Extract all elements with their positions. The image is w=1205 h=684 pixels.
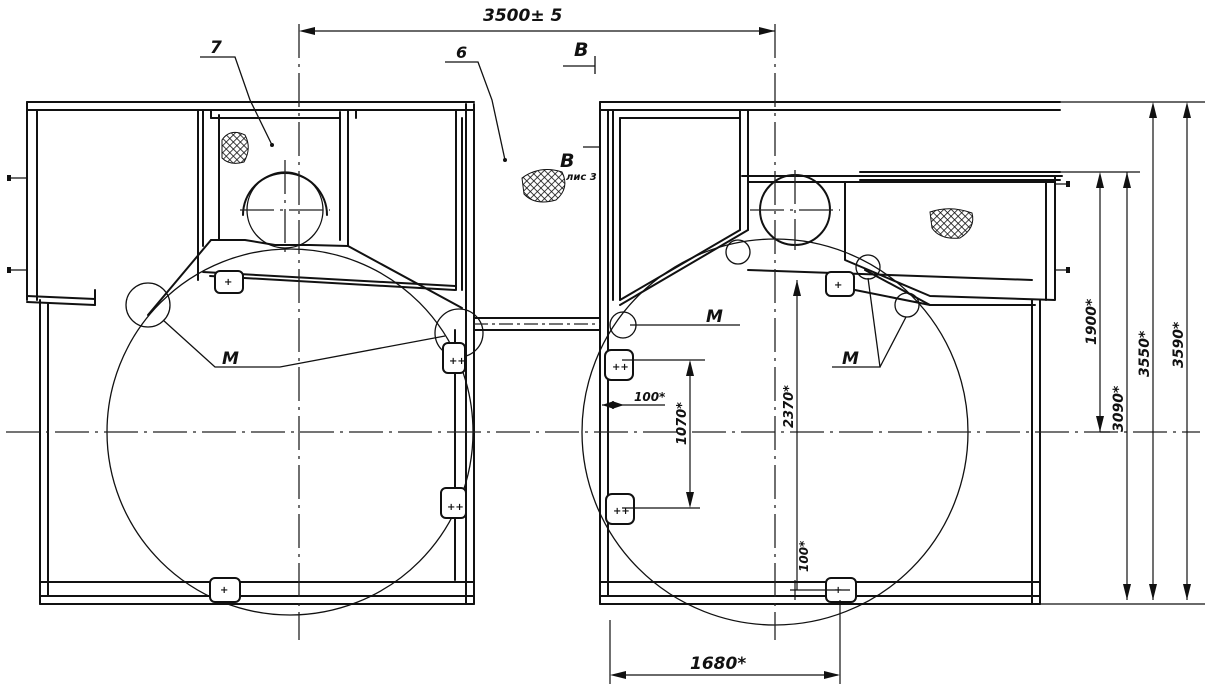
- drawing-labels: 3500± 5 7 6 B B лис 3 M M M 100* 1070* 2…: [210, 6, 1187, 674]
- top-dimension-label: 3500± 5: [483, 6, 562, 26]
- view-b-label-mid: B: [560, 150, 574, 172]
- dim-1900-label: 1900*: [1084, 298, 1100, 345]
- dim-100-bottom-label: 100*: [797, 540, 811, 572]
- mesh-patch-6: [521, 169, 566, 203]
- view-b-sheet-label: лис 3: [566, 172, 597, 183]
- dim-100-label: 100*: [634, 390, 666, 404]
- svg-text:++: ++: [449, 356, 466, 367]
- dim-2370-label: 2370*: [782, 385, 797, 428]
- dim-3550-label: 3550*: [1137, 330, 1153, 377]
- svg-text:++: ++: [447, 502, 464, 513]
- centerlines: [6, 24, 1200, 640]
- left-unit: + ++ ++ +: [7, 101, 601, 616]
- callout-6: 6: [456, 43, 467, 62]
- svg-text:+: +: [224, 277, 232, 288]
- svg-text:++: ++: [612, 362, 629, 373]
- dim-3590-label: 3590*: [1171, 321, 1187, 368]
- svg-text:+: +: [834, 280, 842, 291]
- leader-lines: [162, 56, 907, 368]
- svg-text:+: +: [220, 585, 228, 596]
- m-label-right: M: [842, 349, 859, 369]
- m-label-center: M: [706, 307, 723, 327]
- right-unit: ++ ++ + +: [581, 101, 1070, 626]
- dimensions: [299, 27, 1205, 684]
- svg-text:++: ++: [613, 506, 630, 517]
- dim-1680-label: 1680*: [690, 654, 746, 674]
- callout-7: 7: [210, 38, 222, 58]
- dim-3090-label: 3090*: [1111, 385, 1127, 432]
- view-b-label-top: B: [574, 39, 588, 61]
- dim-1070-label: 1070*: [675, 402, 690, 445]
- m-label-left: M: [222, 349, 239, 369]
